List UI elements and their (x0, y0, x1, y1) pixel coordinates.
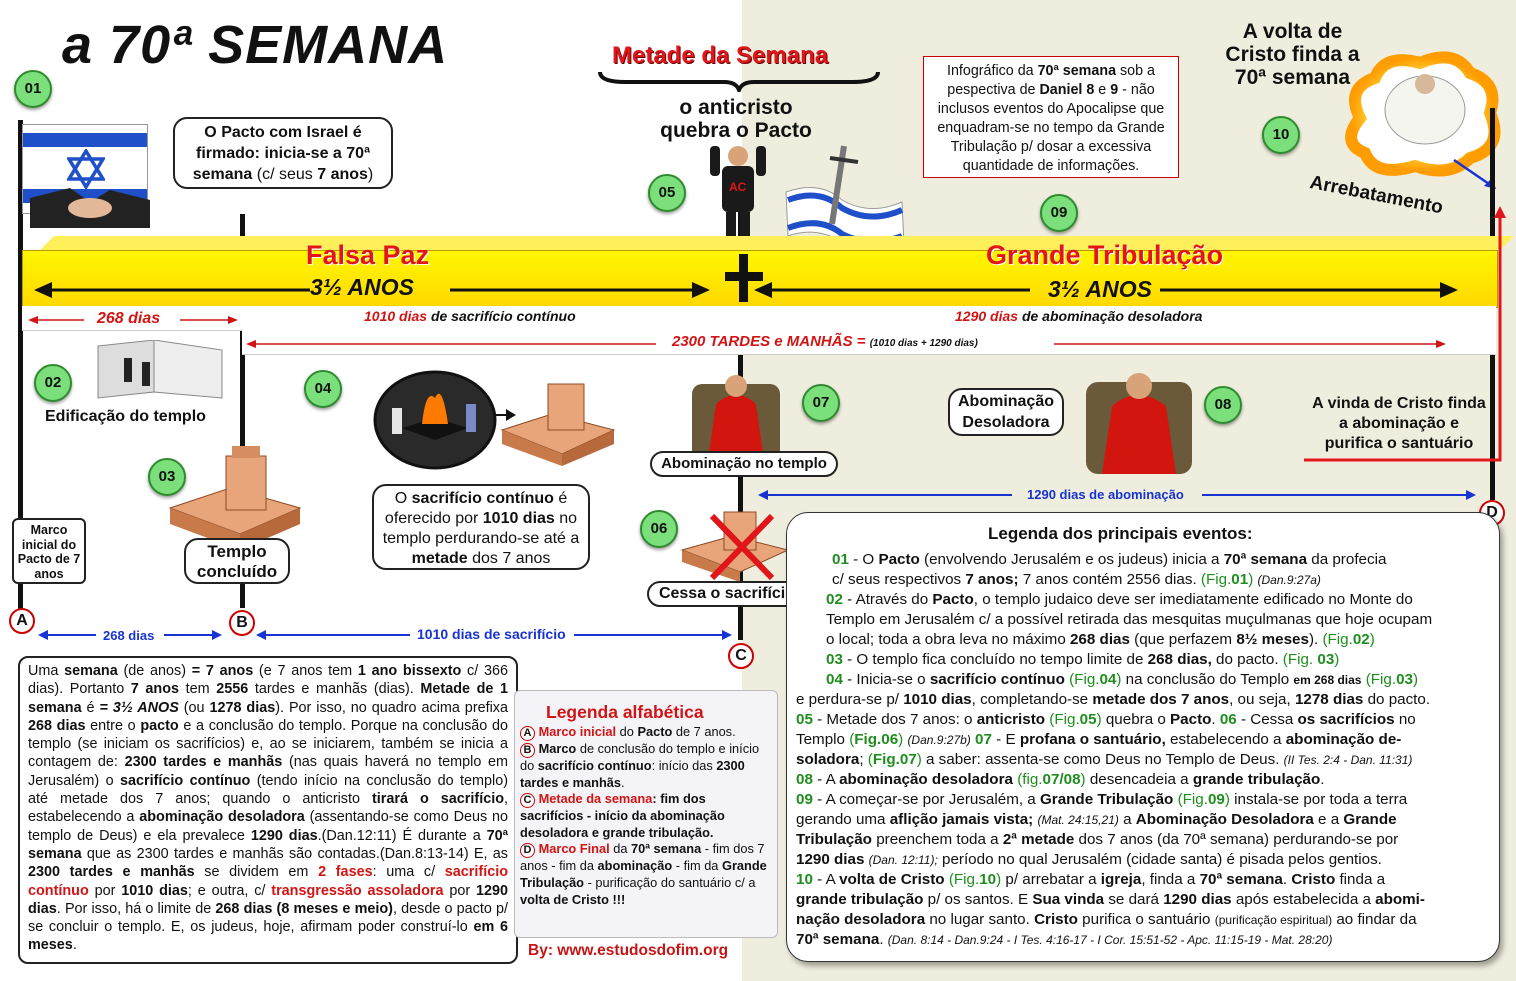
bar-arrows-icon (34, 282, 1458, 298)
marker-c[interactable]: C (728, 643, 754, 669)
legend-main-title: Legenda dos principais eventos: (988, 524, 1253, 543)
sacrifice-altar-icon (373, 370, 497, 470)
legend-alpha-list: A Marco inicial do Pacto de 7 anos. B Ma… (520, 724, 770, 908)
legend-alpha-b: B Marco de conclusão do templo e início … (520, 741, 760, 790)
temple-crossed-icon (680, 511, 790, 582)
arrow-right-icon (494, 409, 516, 421)
event-pin-05[interactable]: 05 (648, 174, 686, 212)
falsa-paz-label: Falsa Paz (306, 240, 430, 270)
event-pin-01[interactable]: 01 (14, 70, 52, 108)
event-pin-02[interactable]: 02 (34, 364, 72, 402)
event-pin-10[interactable]: 10 (1262, 116, 1300, 154)
metade-title: Metade da Semana (612, 42, 829, 69)
volta-cristo-label: A volta de Cristo finda a 70ª semana (1225, 20, 1360, 89)
event-pin-09[interactable]: 09 (1040, 194, 1078, 232)
marker-a[interactable]: A (9, 608, 35, 634)
vinda-cristo-label: A vinda de Cristo finda a abominação e p… (1312, 395, 1486, 452)
legend-alpha-box (514, 690, 778, 938)
legend-alpha-a: A Marco inicial do Pacto de 7 anos. (520, 724, 770, 741)
temple-small-icon (500, 383, 616, 466)
edificacao-label: Edificação do templo (45, 408, 206, 425)
broken-flag-sword-icon (785, 145, 905, 252)
dias-1010-bar-label: 1010 dias de sacrifício contínuo (364, 308, 576, 324)
anticristo-figure-icon (710, 146, 766, 252)
templo-concluido-label: Templo concluído (184, 538, 290, 584)
event-pin-07[interactable]: 07 (802, 384, 840, 422)
marker-b[interactable]: B (229, 610, 255, 636)
marco-inicial-box: Marco inicial do Pacto de 7 anos (12, 518, 86, 584)
info-box: Infográfico da 70ª semana sob a pespecti… (923, 56, 1179, 178)
timeline-1010-label: 1010 dias de sacrifício (417, 626, 566, 642)
ac-label: AC (729, 180, 747, 194)
anos-right-label: 3½ ANOS (1048, 276, 1152, 302)
event-pin-03[interactable]: 03 (148, 458, 186, 496)
abominacao-desoladora-label: Abominação Desoladora (948, 388, 1064, 436)
sub-bar-arrows-icon (28, 316, 1446, 348)
antichrist-throne-large-icon (1086, 373, 1192, 474)
page-title: a 70ª SEMANA (62, 15, 449, 75)
red-bracket-icon (1304, 206, 1506, 462)
byline-link[interactable]: By: www.estudosdofim.org (528, 942, 729, 959)
event-pin-04[interactable]: 04 (304, 370, 342, 408)
brace-icon (598, 71, 880, 92)
sacrificio-bubble: O sacrifício contínuo é oferecido por 10… (372, 484, 590, 570)
sub-bar-2 (242, 330, 1496, 355)
cross-icon (725, 254, 763, 302)
legend-main-body: 01 - O Pacto (envolvendo Jerusalém e os … (796, 551, 1433, 948)
legend-alpha-d: D Marco Final da 70ª semana - fim dos 7 … (520, 841, 767, 907)
timeline-line-b (240, 214, 245, 608)
legend-alpha-c: C Metade da semana: fim dos sacrifícios … (520, 791, 725, 840)
timeline-268-label: 268 dias (103, 628, 155, 643)
legend-alpha-title: Legenda alfabética (546, 702, 704, 722)
event-pin-06[interactable]: 06 (640, 510, 678, 548)
legend-main-box (786, 512, 1500, 962)
cessa-sacrificio-label: Cessa o sacrifício (647, 581, 807, 607)
timeline-1290-label: 1290 dias de abominação (1027, 487, 1184, 502)
event-pin-08[interactable]: 08 (1204, 386, 1242, 424)
dias-1290-bar-label: 1290 dias de abominação desoladora (955, 308, 1203, 324)
grande-tribulacao-label: Grande Tribulação (986, 240, 1224, 270)
antichrist-throne-icon (692, 375, 780, 460)
handshake-icon (30, 188, 150, 228)
temple-construction-icon (97, 340, 223, 399)
explanation-box: Uma semana (de anos) = 7 anos (e 7 anos … (18, 656, 518, 964)
period-bar-top (40, 236, 1514, 250)
abominacao-templo-label: Abominação no templo (650, 451, 838, 477)
temple-icon (168, 446, 302, 550)
anticristo-label: o anticristo quebra o Pacto (660, 96, 812, 142)
timeline-line-a (18, 120, 23, 610)
dias-268-bar-label: 268 dias (97, 310, 161, 327)
timeline-arrows-icon (38, 630, 732, 640)
timeline-1290-arrows-icon (758, 490, 1476, 500)
pacto-bubble: O Pacto com Israel é firmado: inicia-se … (173, 117, 393, 189)
tardes-manhas-label: 2300 TARDES e MANHÃS = (1010 dias + 1290… (672, 333, 978, 350)
anos-left-label: 3½ ANOS (310, 274, 414, 300)
